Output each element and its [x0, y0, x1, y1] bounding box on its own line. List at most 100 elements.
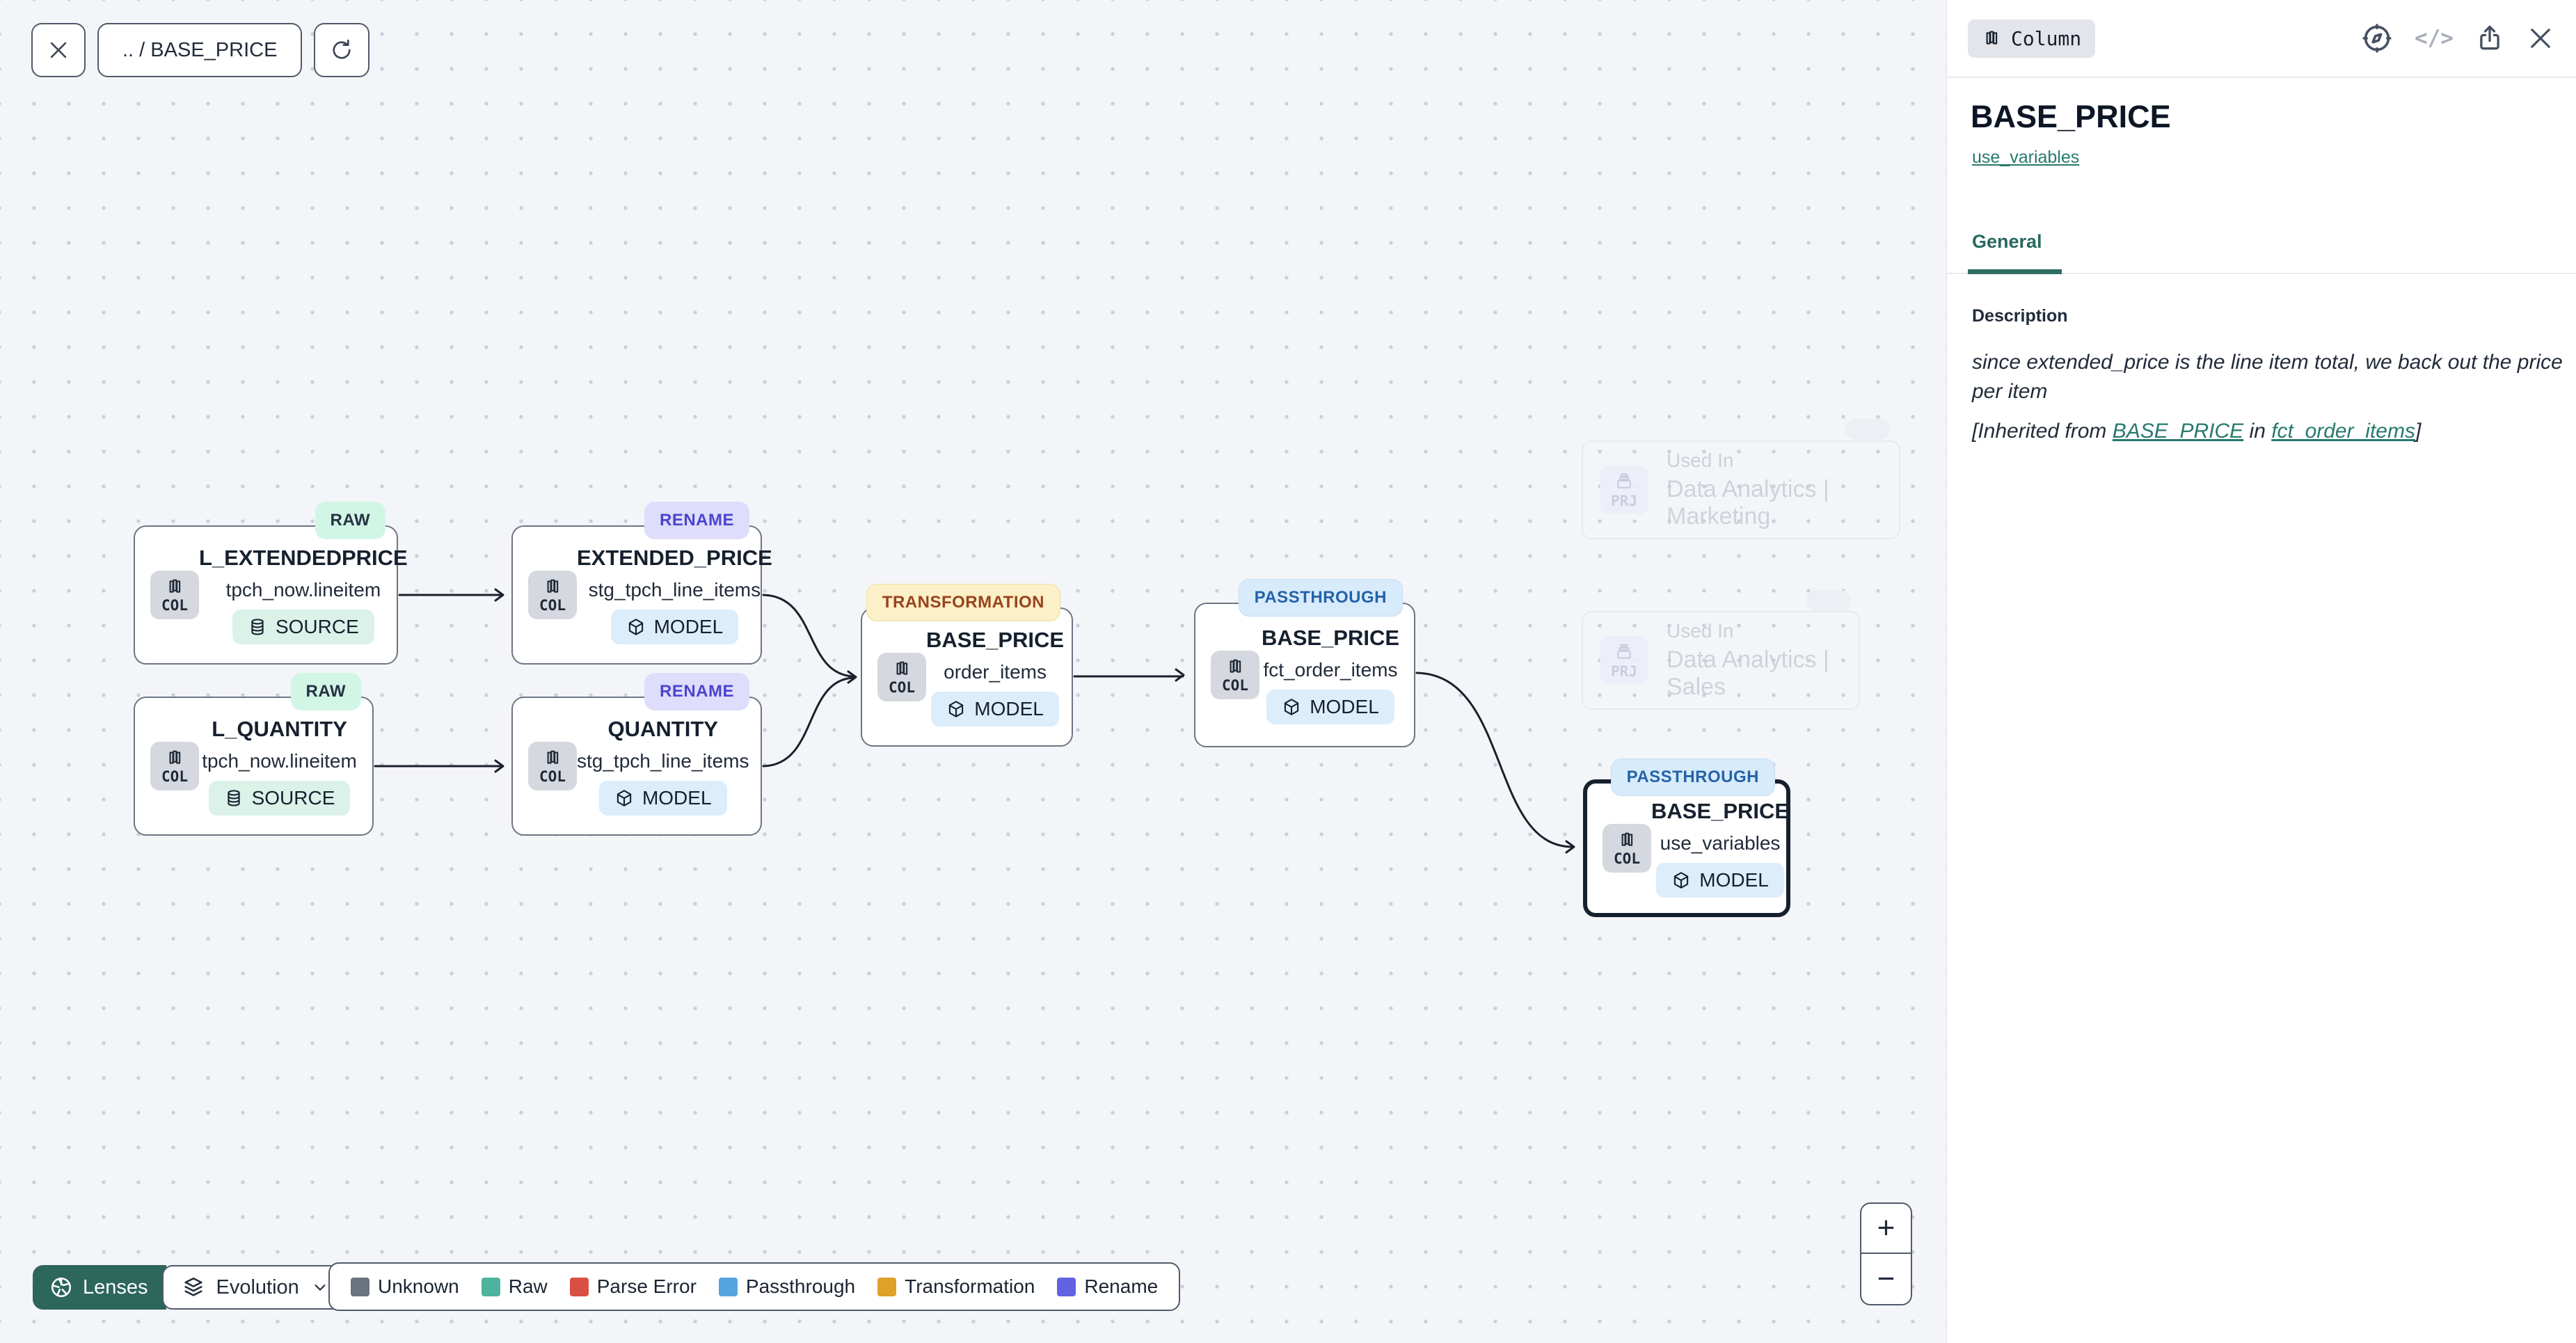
- legend-label: Raw: [508, 1276, 548, 1297]
- entity-type-badge: Column: [1968, 19, 2096, 58]
- node-quantity[interactable]: RENAME COL QUANTITY stg_tpch_line_items …: [511, 673, 762, 836]
- node-l-extendedprice[interactable]: RAW COL L_EXTENDEDPRICE tpch_now.lineite…: [134, 502, 408, 665]
- legend-item-passthrough: Passthrough: [718, 1276, 855, 1298]
- explore-lineage-button[interactable]: [2360, 22, 2394, 55]
- lens-badge-raw: RAW: [315, 502, 385, 539]
- legend-swatch: [877, 1277, 897, 1296]
- panel-title: BASE_PRICE: [1971, 99, 2171, 134]
- node-table-name: tpch_now.lineitem: [202, 750, 357, 772]
- node-extended-price[interactable]: RENAME COL EXTENDED_PRICE stg_tpch_line_…: [511, 502, 772, 665]
- inherited-middle: in: [2243, 420, 2272, 443]
- refresh-button[interactable]: [314, 23, 370, 77]
- legend-item-raw: Raw: [481, 1276, 548, 1298]
- column-icon: [169, 579, 181, 593]
- node-title: L_QUANTITY: [212, 717, 347, 741]
- project-icon: [1617, 643, 1631, 659]
- ghost-badge-pill: [1845, 419, 1890, 440]
- ghost-project-name: Data Analytics | Marketing: [1667, 476, 1829, 530]
- legend-item-transformation: Transformation: [877, 1276, 1035, 1298]
- node-table-name: stg_tpch_line_items: [588, 579, 761, 601]
- lens-badge-rename: RENAME: [644, 502, 749, 539]
- model-cube-icon: [949, 701, 964, 717]
- zoom-controls: + −: [1860, 1202, 1912, 1305]
- details-panel: Column </>: [1946, 0, 2576, 1343]
- description-heading: Description: [1972, 306, 2068, 326]
- node-table-name: use_variables: [1660, 832, 1781, 854]
- node-table-name: fct_order_items: [1263, 659, 1398, 681]
- chip-label: MODEL: [642, 787, 712, 809]
- column-kind-badge: COL: [1211, 651, 1259, 699]
- canvas-toolbar: .. / BASE_PRICE: [31, 23, 370, 77]
- share-button[interactable]: [2474, 23, 2505, 54]
- close-panel-button[interactable]: [2526, 24, 2555, 53]
- model-chip: MODEL: [1266, 690, 1394, 724]
- column-kind-badge: COL: [528, 571, 577, 619]
- chevron-down-icon: [315, 1285, 326, 1291]
- ghost-kind-label: PRJ: [1611, 662, 1637, 680]
- node-base-price-use-variables[interactable]: PASSTHROUGH COL BASE_PRICE use_variables…: [1583, 758, 1790, 917]
- legend-swatch: [1057, 1277, 1076, 1296]
- column-icon: [547, 750, 559, 764]
- chip-label: SOURCE: [251, 787, 335, 809]
- breadcrumb[interactable]: .. / BASE_PRICE: [97, 23, 303, 77]
- details-panel-header: Column </>: [1947, 0, 2576, 78]
- lenses-button[interactable]: Lenses: [33, 1265, 166, 1310]
- ghost-project-name: Data Analytics | Sales: [1667, 646, 1829, 700]
- model-chip: MODEL: [931, 692, 1059, 726]
- legend-item-parse-error: Parse Error: [569, 1276, 697, 1298]
- column-icon: [1230, 659, 1241, 673]
- entity-type-label: Column: [2011, 26, 2082, 50]
- kind-label: COL: [539, 768, 566, 785]
- column-icon: [1986, 31, 1998, 45]
- ghost-node-used-in-sales[interactable]: PRJ Used In Data Analytics | Sales: [1582, 611, 1860, 710]
- zoom-out-button[interactable]: −: [1861, 1254, 1911, 1304]
- column-icon: [896, 661, 908, 675]
- description-body: since extended_price is the line item to…: [1972, 351, 2563, 403]
- lens-badge-rename: RENAME: [644, 673, 749, 710]
- share-icon: [2480, 25, 2499, 50]
- inherited-model-link[interactable]: fct_order_items: [2271, 420, 2415, 443]
- node-base-price-fct-order-items[interactable]: PASSTHROUGH COL BASE_PRICE fct_order_ite…: [1194, 579, 1415, 747]
- project-icon: [1617, 472, 1631, 488]
- zoom-in-button[interactable]: +: [1861, 1204, 1911, 1254]
- view-code-button[interactable]: </>: [2415, 26, 2454, 51]
- lens-badge-passthrough: PASSTHROUGH: [1610, 758, 1775, 796]
- legend-label: Parse Error: [596, 1276, 697, 1297]
- edge-fctorderitems-usevariables: [1415, 672, 1573, 848]
- node-title: BASE_PRICE: [926, 628, 1065, 652]
- inherited-column-link[interactable]: BASE_PRICE: [2112, 420, 2244, 443]
- node-table-name: order_items: [944, 661, 1047, 683]
- lens-legend: Unknown Raw Parse Error Passthrough Tran…: [328, 1262, 1181, 1311]
- node-title: L_EXTENDEDPRICE: [199, 546, 408, 570]
- column-icon: [169, 750, 181, 764]
- description-inherited: [Inherited from BASE_PRICE in fct_order_…: [1972, 420, 2421, 443]
- model-link[interactable]: use_variables: [1972, 148, 2080, 167]
- project-kind-badge: PRJ: [1600, 636, 1648, 685]
- project-kind-badge: PRJ: [1600, 466, 1648, 514]
- kind-label: COL: [889, 678, 915, 696]
- model-cube-icon: [1674, 872, 1689, 889]
- model-chip: MODEL: [610, 610, 739, 644]
- chip-label: MODEL: [974, 698, 1044, 720]
- model-cube-icon: [1285, 699, 1299, 715]
- legend-swatch: [718, 1277, 738, 1296]
- close-lineage-button[interactable]: [31, 23, 86, 77]
- legend-swatch: [351, 1277, 369, 1296]
- tab-general[interactable]: General: [1968, 217, 2062, 274]
- node-l-quantity[interactable]: RAW COL L_QUANTITY tpch_now.lineitem SOU…: [134, 673, 374, 836]
- legend-label: Transformation: [905, 1276, 1035, 1297]
- lens-badge-passthrough: PASSTHROUGH: [1238, 579, 1403, 617]
- ghost-node-used-in-marketing[interactable]: PRJ Used In Data Analytics | Marketing: [1582, 440, 1900, 539]
- lens-dropdown[interactable]: Evolution: [161, 1265, 349, 1310]
- edge-extendedprice-baseprice: [762, 594, 854, 678]
- column-icon: [1621, 832, 1633, 846]
- ghost-badge-pill: [1806, 590, 1851, 611]
- close-icon: [2531, 29, 2550, 48]
- column-kind-badge: COL: [1603, 824, 1651, 873]
- source-chip: SOURCE: [208, 781, 351, 816]
- legend-swatch: [569, 1277, 589, 1296]
- model-cube-icon: [628, 619, 643, 635]
- node-base-price-order-items[interactable]: TRANSFORMATION COL BASE_PRICE order_item…: [861, 584, 1073, 747]
- node-title: BASE_PRICE: [1261, 626, 1400, 650]
- lens-aperture-icon: [51, 1277, 72, 1298]
